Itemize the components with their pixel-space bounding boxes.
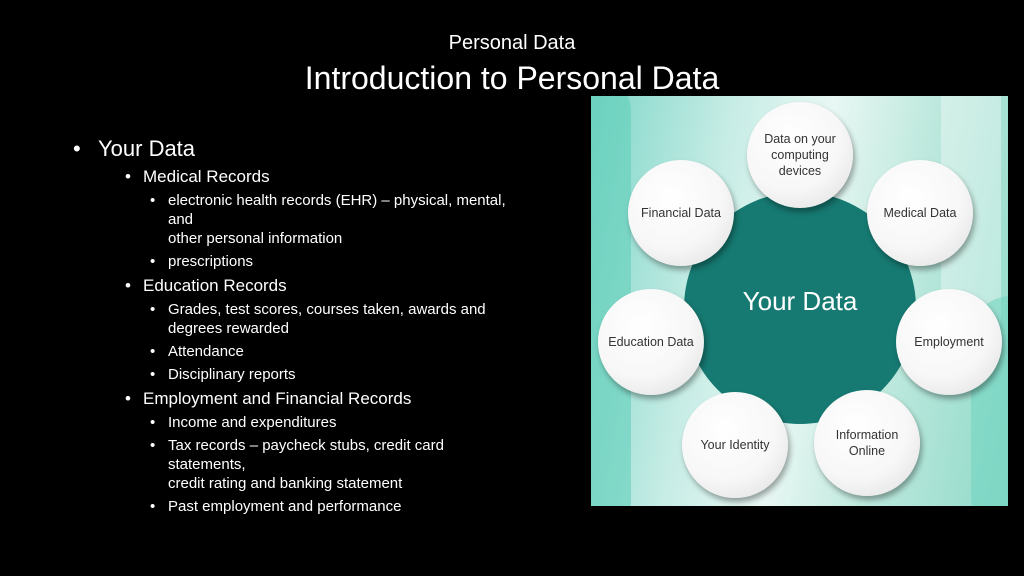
bullet-list: Your Data Medical Records electronic hea… [73, 136, 513, 520]
bullet-past-employment-label: Past employment and performance [168, 498, 402, 515]
bullet-employment-financial: Employment and Financial Records Income … [125, 388, 513, 516]
bullet-ehr-line-2: other personal information [168, 230, 343, 247]
node-information-online: Information Online [814, 390, 920, 496]
node-information-online-label: Information Online [835, 428, 899, 458]
node-education-data: Education Data [598, 289, 704, 395]
bullet-education-records-label: Education Records [143, 276, 287, 295]
bullet-prescriptions-label: prescriptions [168, 253, 254, 270]
hub-label: Your Data [742, 286, 858, 316]
bullet-disciplinary: Disciplinary reports [150, 365, 508, 384]
node-medical-data: Medical Data [867, 160, 973, 266]
node-financial-data-label: Financial Data [641, 206, 721, 220]
slide-title: Introduction to Personal Data [304, 60, 720, 96]
node-medical-data-label: Medical Data [883, 206, 957, 220]
node-employment-label: Employment [914, 335, 984, 349]
bullet-tax-line-2: credit rating and banking statement [168, 475, 403, 492]
node-computing-devices: Data on your computing devices [747, 102, 853, 208]
bullet-education-records: Education Records Grades, test scores, c… [125, 275, 513, 384]
your-data-diagram: Your Data Data on your computing devices… [591, 96, 1008, 506]
bullet-prescriptions: prescriptions [150, 252, 508, 271]
bullet-attendance: Attendance [150, 342, 508, 361]
bullet-income: Income and expenditures [150, 413, 508, 432]
bullet-medical-records-label: Medical Records [143, 167, 270, 186]
bullet-your-data-label: Your Data [98, 136, 196, 161]
bullet-income-label: Income and expenditures [168, 414, 337, 431]
node-your-identity: Your Identity [682, 392, 788, 498]
bullet-tax: Tax records – paycheck stubs, credit car… [150, 436, 508, 493]
node-employment: Employment [896, 289, 1002, 395]
node-your-identity-label: Your Identity [700, 438, 770, 452]
node-education-data-label: Education Data [608, 335, 694, 349]
bullet-past-employment: Past employment and performance [150, 497, 508, 516]
bullet-ehr: electronic health records (EHR) – physic… [150, 191, 508, 248]
bullet-attendance-label: Attendance [168, 343, 244, 360]
bullet-grades-label: Grades, test scores, courses taken, awar… [168, 301, 486, 337]
bullet-tax-line-1: Tax records – paycheck stubs, credit car… [168, 437, 444, 473]
node-financial-data: Financial Data [628, 160, 734, 266]
bullet-medical-records: Medical Records electronic health record… [125, 166, 513, 271]
bullet-grades: Grades, test scores, courses taken, awar… [150, 300, 508, 338]
slide-subtitle: Personal Data [448, 32, 576, 54]
bullet-employment-financial-label: Employment and Financial Records [143, 389, 412, 408]
bullet-your-data: Your Data Medical Records electronic hea… [73, 136, 513, 516]
bullet-ehr-line-1: electronic health records (EHR) – physic… [168, 192, 506, 228]
bullet-disciplinary-label: Disciplinary reports [168, 366, 296, 383]
node-computing-devices-label: Data on your computing devices [764, 132, 836, 178]
